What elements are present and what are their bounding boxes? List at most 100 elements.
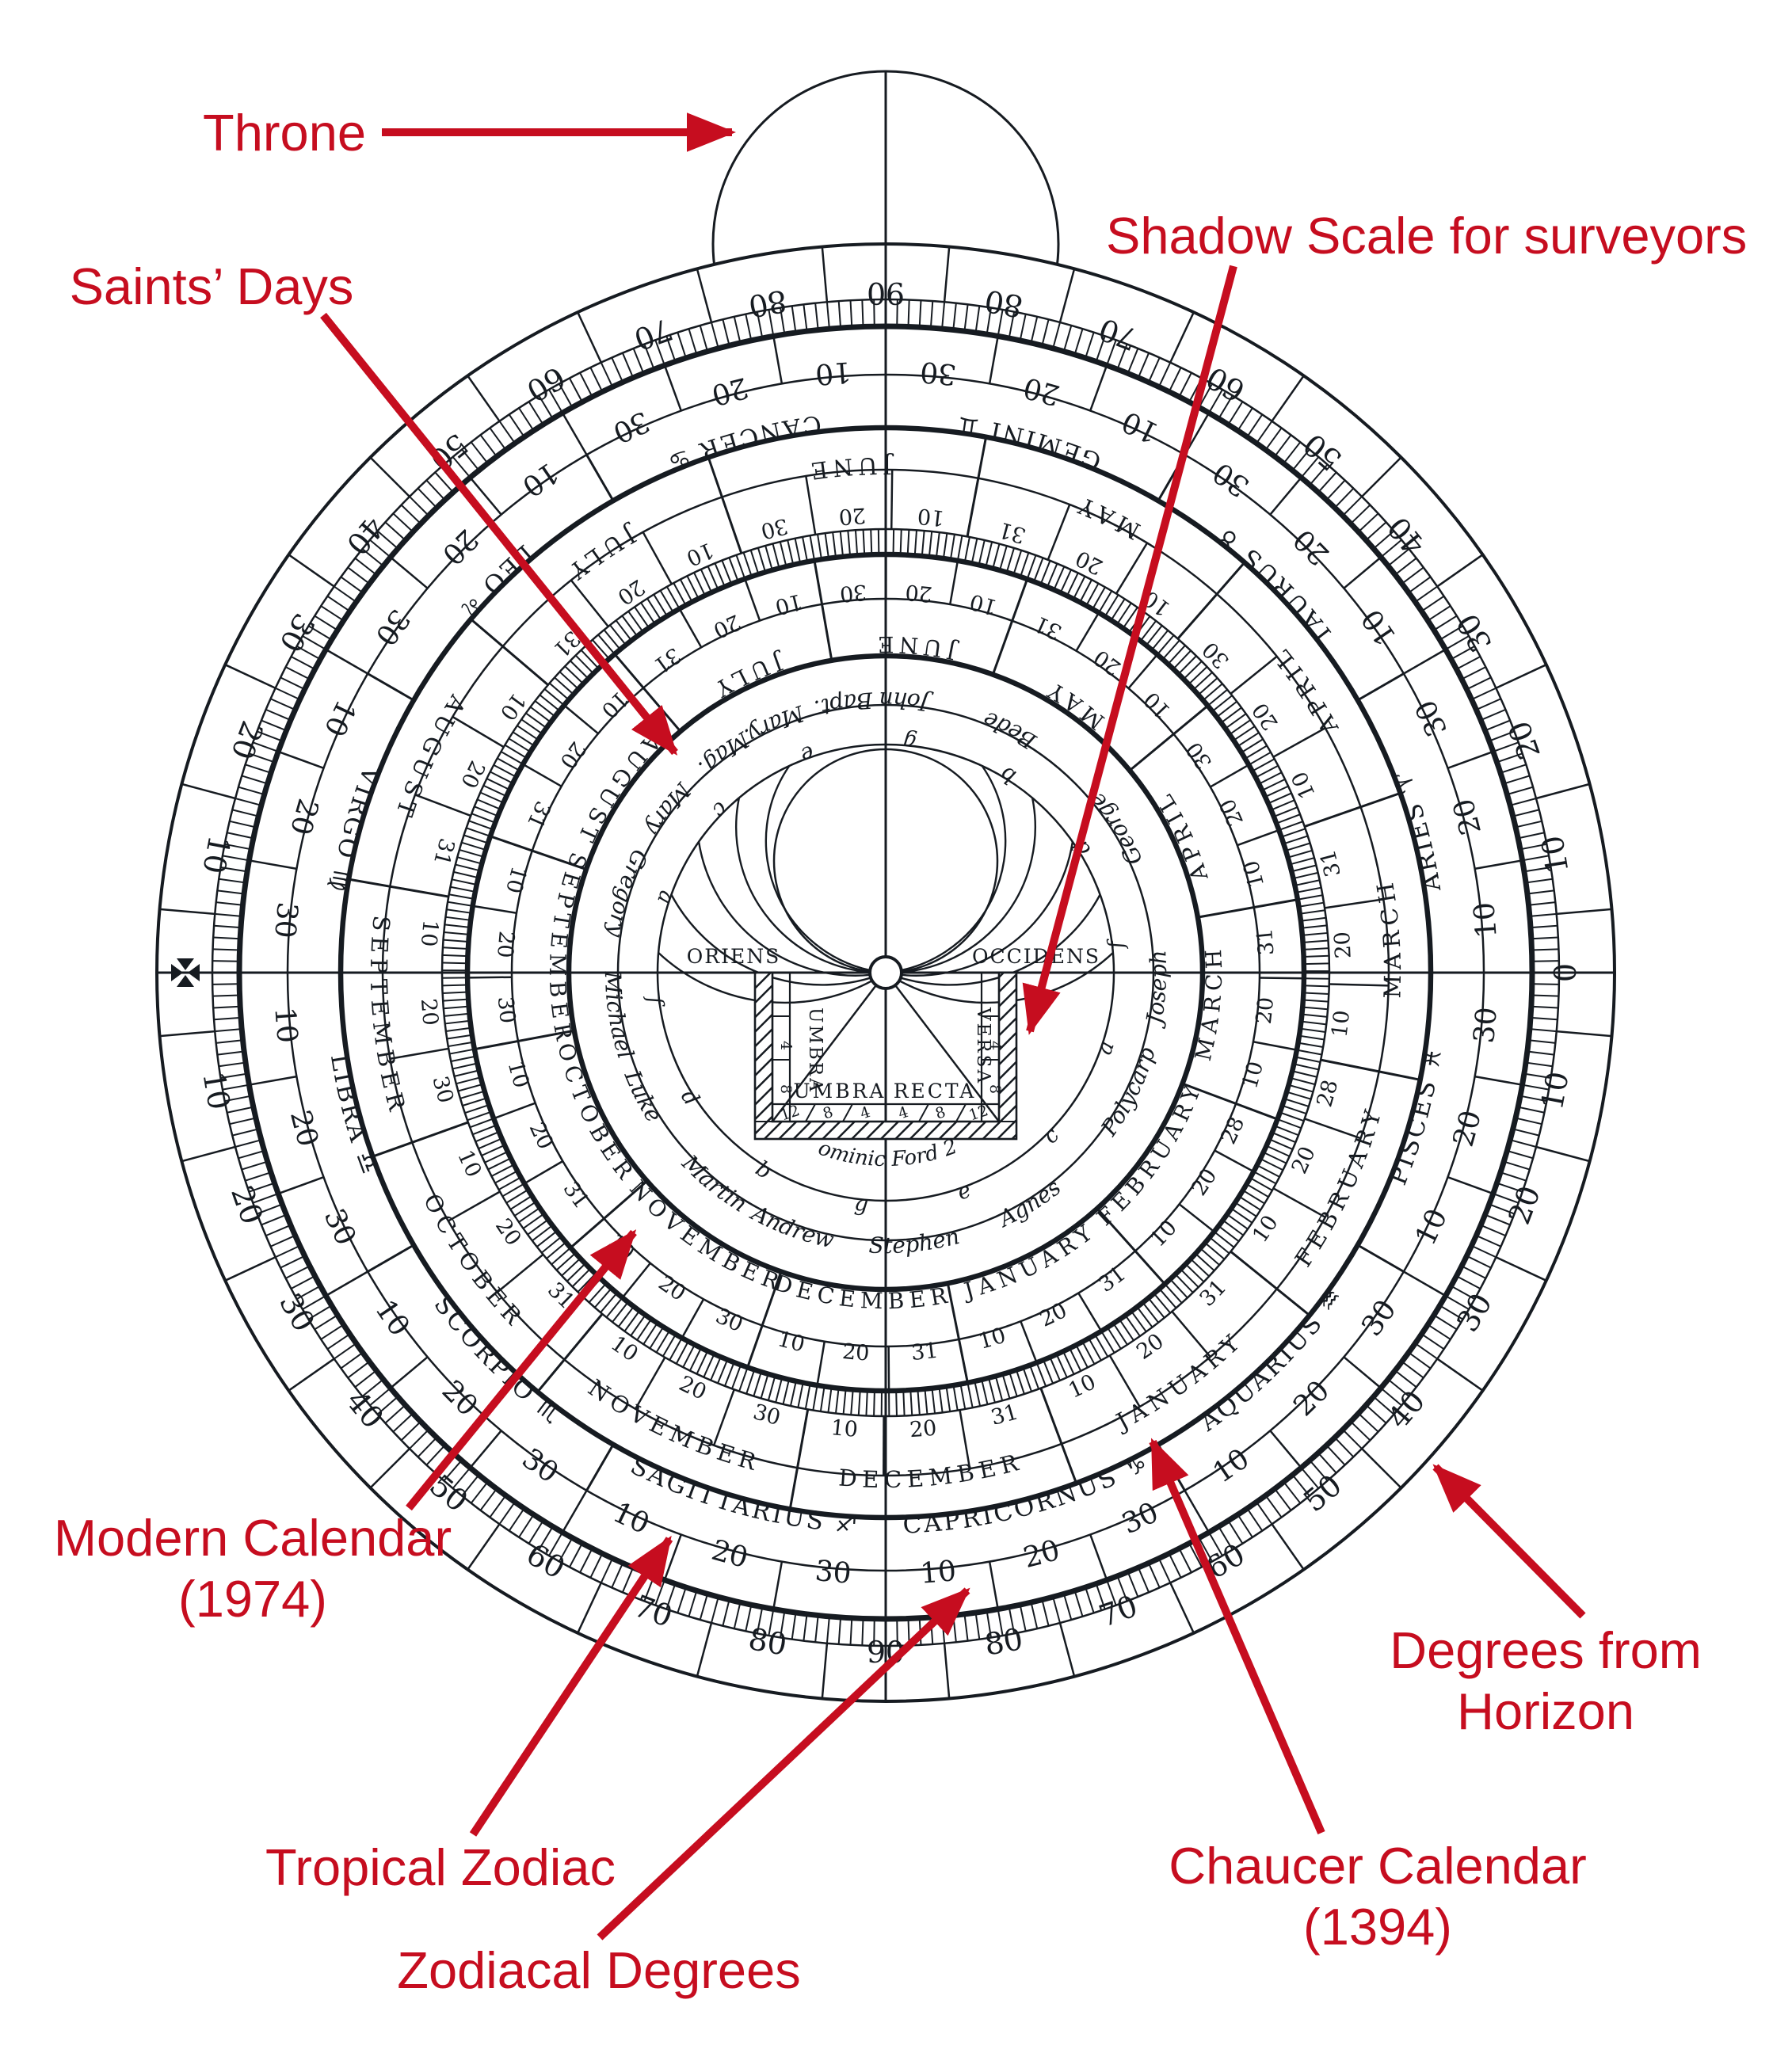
- annotation-label: (1974): [178, 1569, 327, 1628]
- degree-tick: [1515, 820, 1542, 828]
- day-tick: [640, 602, 656, 625]
- degree-tick: [1512, 809, 1539, 817]
- degree-tick: [528, 1520, 544, 1544]
- degree-tick: [688, 1590, 698, 1617]
- day-tick: [1291, 864, 1317, 873]
- day-tick: [529, 706, 551, 723]
- degree-tick: [1317, 471, 1337, 493]
- degree-tick: [220, 1072, 248, 1079]
- degree-tick: [579, 1548, 593, 1573]
- day-tick: [588, 1282, 607, 1304]
- day-tick: [992, 543, 1001, 569]
- day-tick: [454, 1069, 479, 1077]
- day-tick: [1116, 602, 1132, 625]
- degree-tick: [270, 698, 296, 711]
- month-divider: [966, 436, 988, 537]
- degree-tick: [1445, 1295, 1470, 1310]
- annotation-zodiacal-degrees: Zodiacal Degrees: [376, 1941, 822, 2002]
- day-tick: [949, 534, 955, 560]
- day-tick: [1075, 1344, 1089, 1369]
- day-tick: [924, 1388, 928, 1415]
- day-tick: [442, 946, 468, 950]
- day-tick: [1260, 1158, 1283, 1171]
- annotation-throne: Throne: [119, 103, 366, 164]
- altitude-cell-line: [577, 1582, 602, 1634]
- day-tick: [1249, 1177, 1273, 1191]
- day-tick: [500, 751, 524, 765]
- degree-tick: [1387, 548, 1410, 567]
- occidens-label: OCCIDENS: [972, 945, 1100, 968]
- day-tick: [760, 1373, 769, 1399]
- degree-tick: [791, 306, 797, 333]
- altitude-cell-line: [1436, 1358, 1484, 1392]
- degree-tick: [849, 300, 853, 328]
- degree-tick: [1439, 1305, 1464, 1320]
- day-tick: [444, 931, 470, 935]
- day-tick: [779, 541, 787, 567]
- day-tick: [1047, 563, 1058, 588]
- zodiac-degree-cell-line: [1089, 364, 1108, 411]
- degree-tick: [1414, 1343, 1438, 1360]
- month-divider: [1182, 1082, 1279, 1121]
- degree-tick: [1433, 615, 1458, 631]
- degree-tick: [409, 496, 429, 516]
- degree-tick: [1420, 595, 1445, 612]
- day-tick: [710, 1356, 722, 1381]
- day-tick: [1167, 645, 1186, 665]
- degree-tick: [1085, 1586, 1095, 1613]
- altitude-cell-line: [577, 311, 602, 364]
- day-tick: [1009, 1372, 1018, 1397]
- day-cell-line: [1237, 828, 1279, 847]
- day-tick: [580, 649, 600, 669]
- degree-tick: [699, 325, 709, 352]
- degree-tick: [1500, 764, 1527, 774]
- degree-tick: [1504, 775, 1531, 785]
- day-tick: [873, 1390, 875, 1416]
- degree-tick: [1030, 316, 1039, 344]
- degree-tick: [722, 1599, 730, 1626]
- day-tick: [514, 1201, 536, 1217]
- zodiac-degree-cell-line: [772, 336, 784, 384]
- day-tick: [646, 598, 662, 621]
- altitude-cell-line: [1058, 1622, 1076, 1677]
- degree-tick: [1517, 1106, 1545, 1114]
- annotation-label: Degrees from: [1390, 1621, 1702, 1679]
- day-cell-line: [1272, 727, 1326, 758]
- degree-tick: [600, 1558, 614, 1583]
- zodiac-degree-cell-line: [249, 859, 297, 870]
- zodiac-degree-cell-line: [249, 1075, 297, 1086]
- day-tick: [442, 954, 468, 958]
- degree-tick: [212, 994, 240, 997]
- day-cell-line: [949, 560, 959, 605]
- month-divider: [1230, 1250, 1310, 1316]
- day-cell-line: [1259, 977, 1304, 980]
- day-tick: [1192, 672, 1213, 691]
- day-tick: [1296, 886, 1321, 893]
- day-tick: [1273, 806, 1298, 818]
- degree-tick: [1283, 1481, 1302, 1504]
- degree-tick: [1208, 389, 1223, 413]
- day-number-label: 20: [1330, 931, 1356, 959]
- day-tick: [1180, 1268, 1199, 1288]
- annotation-label: Horizon: [1457, 1682, 1634, 1740]
- degree-tick: [1373, 530, 1395, 550]
- day-tick: [512, 731, 535, 747]
- day-tick: [1195, 1253, 1215, 1272]
- degree-tick: [354, 557, 377, 576]
- degree-tick: [1342, 496, 1363, 516]
- degree-tick: [320, 1324, 345, 1340]
- degree-tick: [559, 1537, 574, 1562]
- degree-tick: [296, 1285, 321, 1300]
- degree-tick: [1476, 1234, 1501, 1247]
- day-tick: [902, 1390, 906, 1416]
- degree-tick: [733, 1602, 742, 1629]
- degree-tick: [1188, 1543, 1203, 1567]
- degree-tick: [997, 1609, 1004, 1636]
- degree-tick: [780, 1610, 786, 1638]
- day-tick: [442, 962, 468, 965]
- degree-tick: [1062, 1594, 1073, 1621]
- degree-tick: [548, 389, 563, 413]
- degree-tick: [1408, 1351, 1432, 1369]
- day-tick: [662, 1334, 677, 1357]
